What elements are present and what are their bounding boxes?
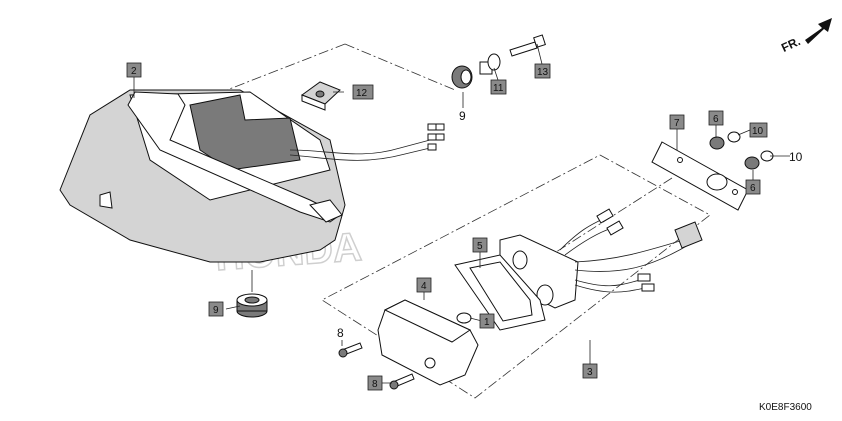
grommet-lower (236, 293, 268, 318)
hardware-nuts (709, 131, 774, 170)
svg-text:9: 9 (213, 305, 219, 316)
callout-1: 1 (479, 313, 495, 329)
callout-7: 7 (669, 114, 685, 130)
diagram-code: K0E8F3600 (759, 402, 812, 413)
svg-text:3: 3 (587, 367, 593, 378)
callout-13: 13 (534, 63, 551, 79)
front-indicator: FR. (779, 34, 802, 55)
leader-lines (133, 43, 790, 384)
svg-text:4: 4 (421, 281, 427, 292)
grommet-upper (451, 65, 473, 89)
svg-text:13: 13 (537, 67, 549, 78)
clip-nut (300, 81, 341, 111)
svg-text:10: 10 (752, 126, 764, 137)
lamp-lens (377, 299, 479, 386)
callout-8: 8 (367, 375, 383, 391)
collar (479, 53, 501, 75)
svg-text:8: 8 (372, 379, 378, 390)
callout-12: 12 (352, 84, 374, 100)
callout-6-upper: 6 (708, 110, 724, 126)
front-arrow-icon (805, 18, 832, 44)
svg-text:2: 2 (131, 66, 137, 77)
label-10-plain: 10 (789, 150, 803, 164)
bulb (456, 312, 472, 324)
callout-2: 2 (126, 62, 142, 78)
svg-text:5: 5 (477, 241, 483, 252)
svg-text:1: 1 (484, 317, 490, 328)
lamp-group-outline (321, 154, 711, 399)
svg-text:6: 6 (713, 114, 719, 125)
callout-11: 11 (490, 79, 507, 95)
svg-text:11: 11 (493, 83, 504, 94)
label-8-plain: 8 (337, 326, 344, 340)
svg-text:6: 6 (750, 183, 756, 194)
callout-3: 3 (582, 363, 598, 379)
callout-6-lower: 6 (745, 179, 761, 195)
label-9-plain: 9 (459, 109, 466, 123)
svg-text:7: 7 (674, 118, 680, 129)
callout-9: 9 (208, 301, 224, 317)
callout-5: 5 (472, 237, 488, 253)
svg-text:12: 12 (356, 88, 368, 99)
callout-4: 4 (416, 277, 432, 293)
callout-10-upper: 10 (749, 122, 768, 138)
lamp-bracket (651, 141, 749, 211)
rear-fender-assembly (59, 89, 445, 263)
bolt (509, 34, 546, 57)
